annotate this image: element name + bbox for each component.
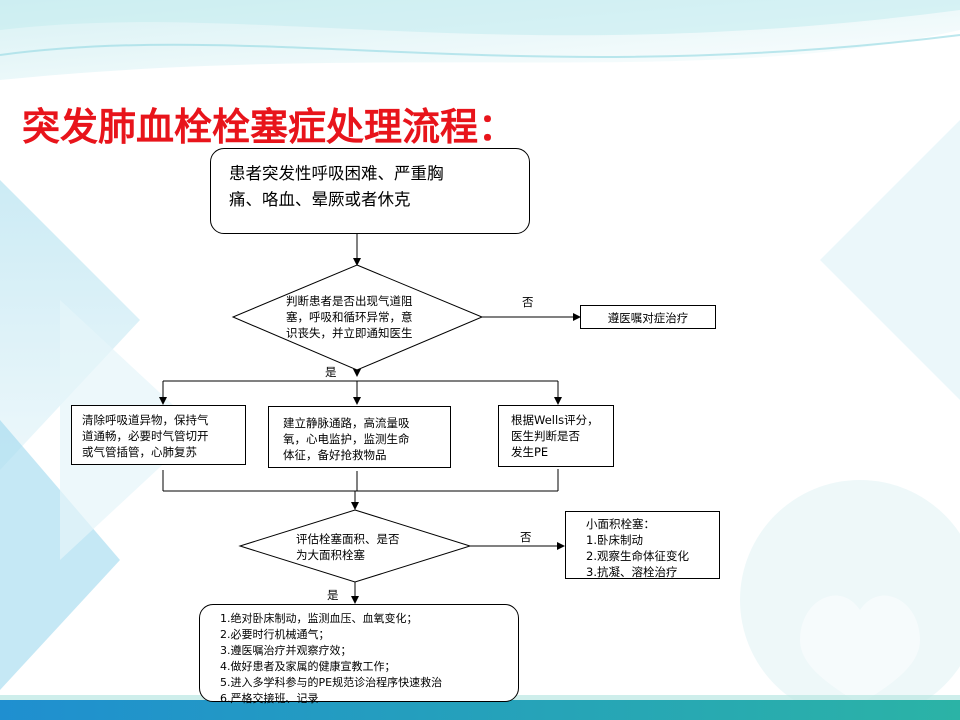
start-node-text: 患者突发性呼吸困难、严重胸 痛、咯血、晕厥或者休克 bbox=[229, 164, 444, 209]
venous-access-text: 建立静脉通路，高流量吸 氧，心电监护，监测生命 体征，备好抢救物品 bbox=[283, 416, 410, 462]
symptomatic-treatment-text: 遵医嘱对症治疗 bbox=[607, 311, 689, 325]
edge-label-no-2: 否 bbox=[520, 530, 532, 544]
airway-text: 清除呼吸道异物，保持气 道通畅，必要时气管切开 或气管插管，心肺复苏 bbox=[82, 413, 209, 459]
small-embolism-box: 小面积栓塞： 1.卧床制动 2.观察生命体征变化 3.抗凝、溶栓治疗 bbox=[565, 511, 720, 579]
airway-box: 清除呼吸道异物，保持气 道通畅，必要时气管切开 或气管插管，心肺复苏 bbox=[71, 405, 246, 465]
decision1-diamond bbox=[231, 264, 484, 371]
wells-score-text: 根据Wells评分， 医生判断是否 发生PE bbox=[511, 413, 599, 459]
massive-embolism-box: 1.绝对卧床制动，监测血压、血氧变化； 2.必要时行机械通气； 3.遵医嘱治疗并… bbox=[199, 604, 519, 705]
edge-label-no-1: 否 bbox=[522, 295, 534, 309]
wells-score-box: 根据Wells评分， 医生判断是否 发生PE bbox=[498, 405, 614, 467]
start-node: 患者突发性呼吸困难、严重胸 痛、咯血、晕厥或者休克 bbox=[210, 148, 530, 234]
edge-label-yes-1: 是 bbox=[325, 365, 337, 379]
venous-access-box: 建立静脉通路，高流量吸 氧，心电监护，监测生命 体征，备好抢救物品 bbox=[268, 406, 451, 468]
decision2-text: 评估栓塞面积、是否 为大面积栓塞 bbox=[296, 532, 400, 562]
massive-embolism-text: 1.绝对卧床制动，监测血压、血氧变化； 2.必要时行机械通气； 3.遵医嘱治疗并… bbox=[220, 612, 443, 705]
small-embolism-text: 小面积栓塞： 1.卧床制动 2.观察生命体征变化 3.抗凝、溶栓治疗 bbox=[586, 517, 689, 579]
decision2-diamond bbox=[238, 509, 472, 583]
symptomatic-treatment-box: 遵医嘱对症治疗 bbox=[580, 305, 716, 329]
edge-label-yes-2: 是 bbox=[327, 588, 339, 602]
page-title: 突发肺血栓栓塞症处理流程： bbox=[22, 105, 517, 149]
decision1-text: 判断患者是否出现气道阻 塞，呼吸和循环异常，意 识丧失，并立即通知医生 bbox=[286, 294, 413, 340]
